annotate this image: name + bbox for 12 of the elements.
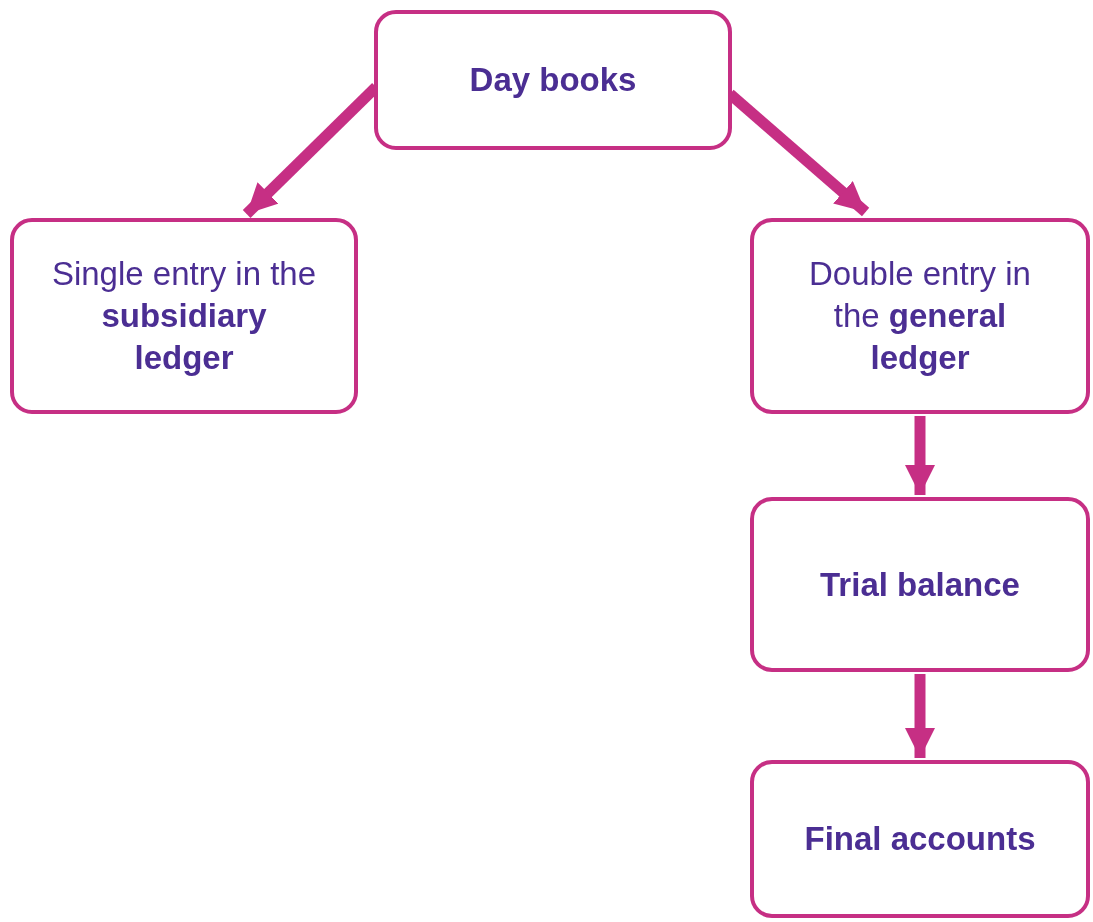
box-text: Final accounts xyxy=(804,819,1036,859)
process-box xyxy=(10,218,358,414)
process-box xyxy=(374,10,732,150)
process-box xyxy=(750,497,1090,672)
arrow xyxy=(905,674,935,758)
arrow xyxy=(905,416,935,495)
box-text: Day books xyxy=(469,60,637,100)
box-text: Trial balance xyxy=(820,564,1020,605)
box-text: Double entry in the general ledger xyxy=(808,254,1032,378)
process-box xyxy=(750,760,1090,918)
box-text: Single entry in the subsidiary ledger xyxy=(50,254,318,378)
process-box xyxy=(750,218,1090,414)
